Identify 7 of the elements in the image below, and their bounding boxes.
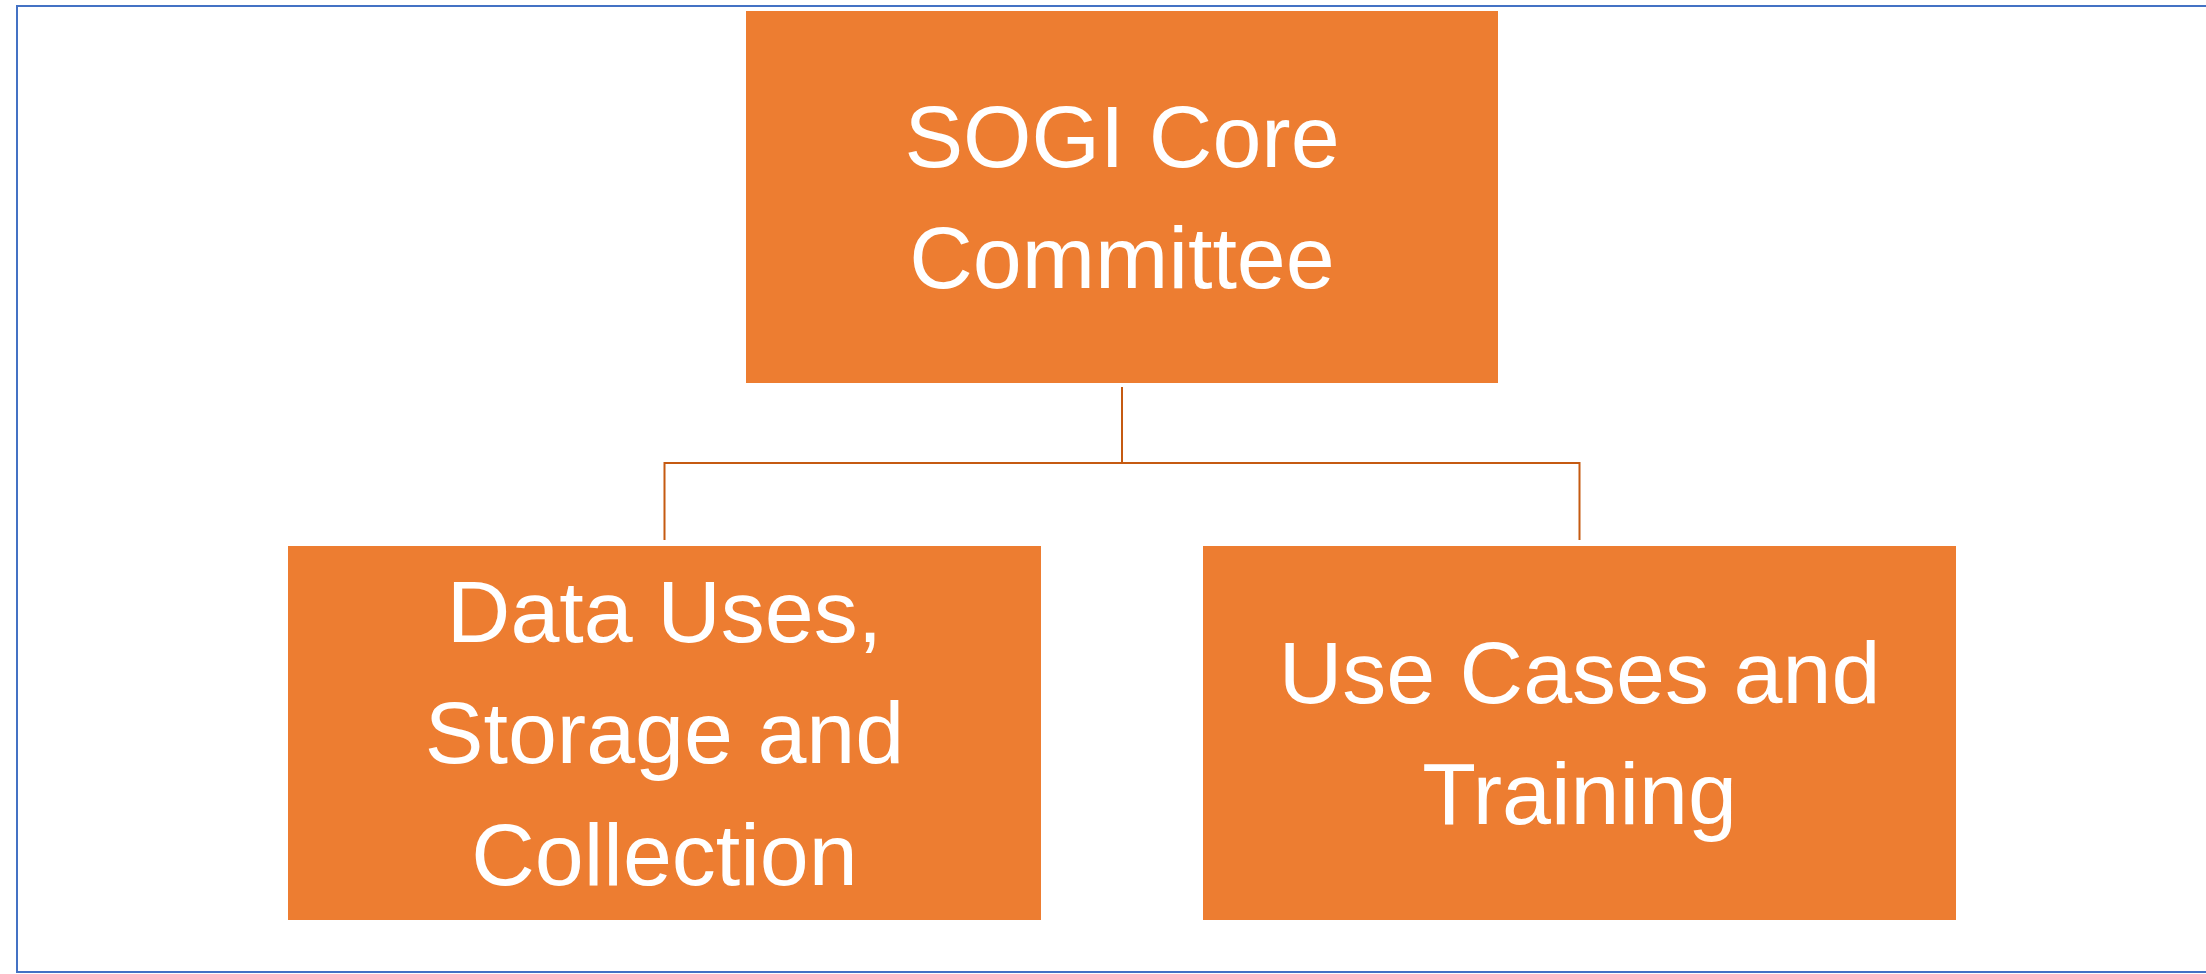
org-box (288, 546, 1041, 920)
box-label: Use Cases and Training (1277, 621, 1882, 845)
org-box (746, 11, 1498, 383)
connector-line (1121, 386, 1581, 541)
org-box (1203, 546, 1956, 920)
box-label: SOGI Core Committee (903, 85, 1341, 309)
box-label: Data Uses, Storage and Collection (423, 560, 906, 906)
